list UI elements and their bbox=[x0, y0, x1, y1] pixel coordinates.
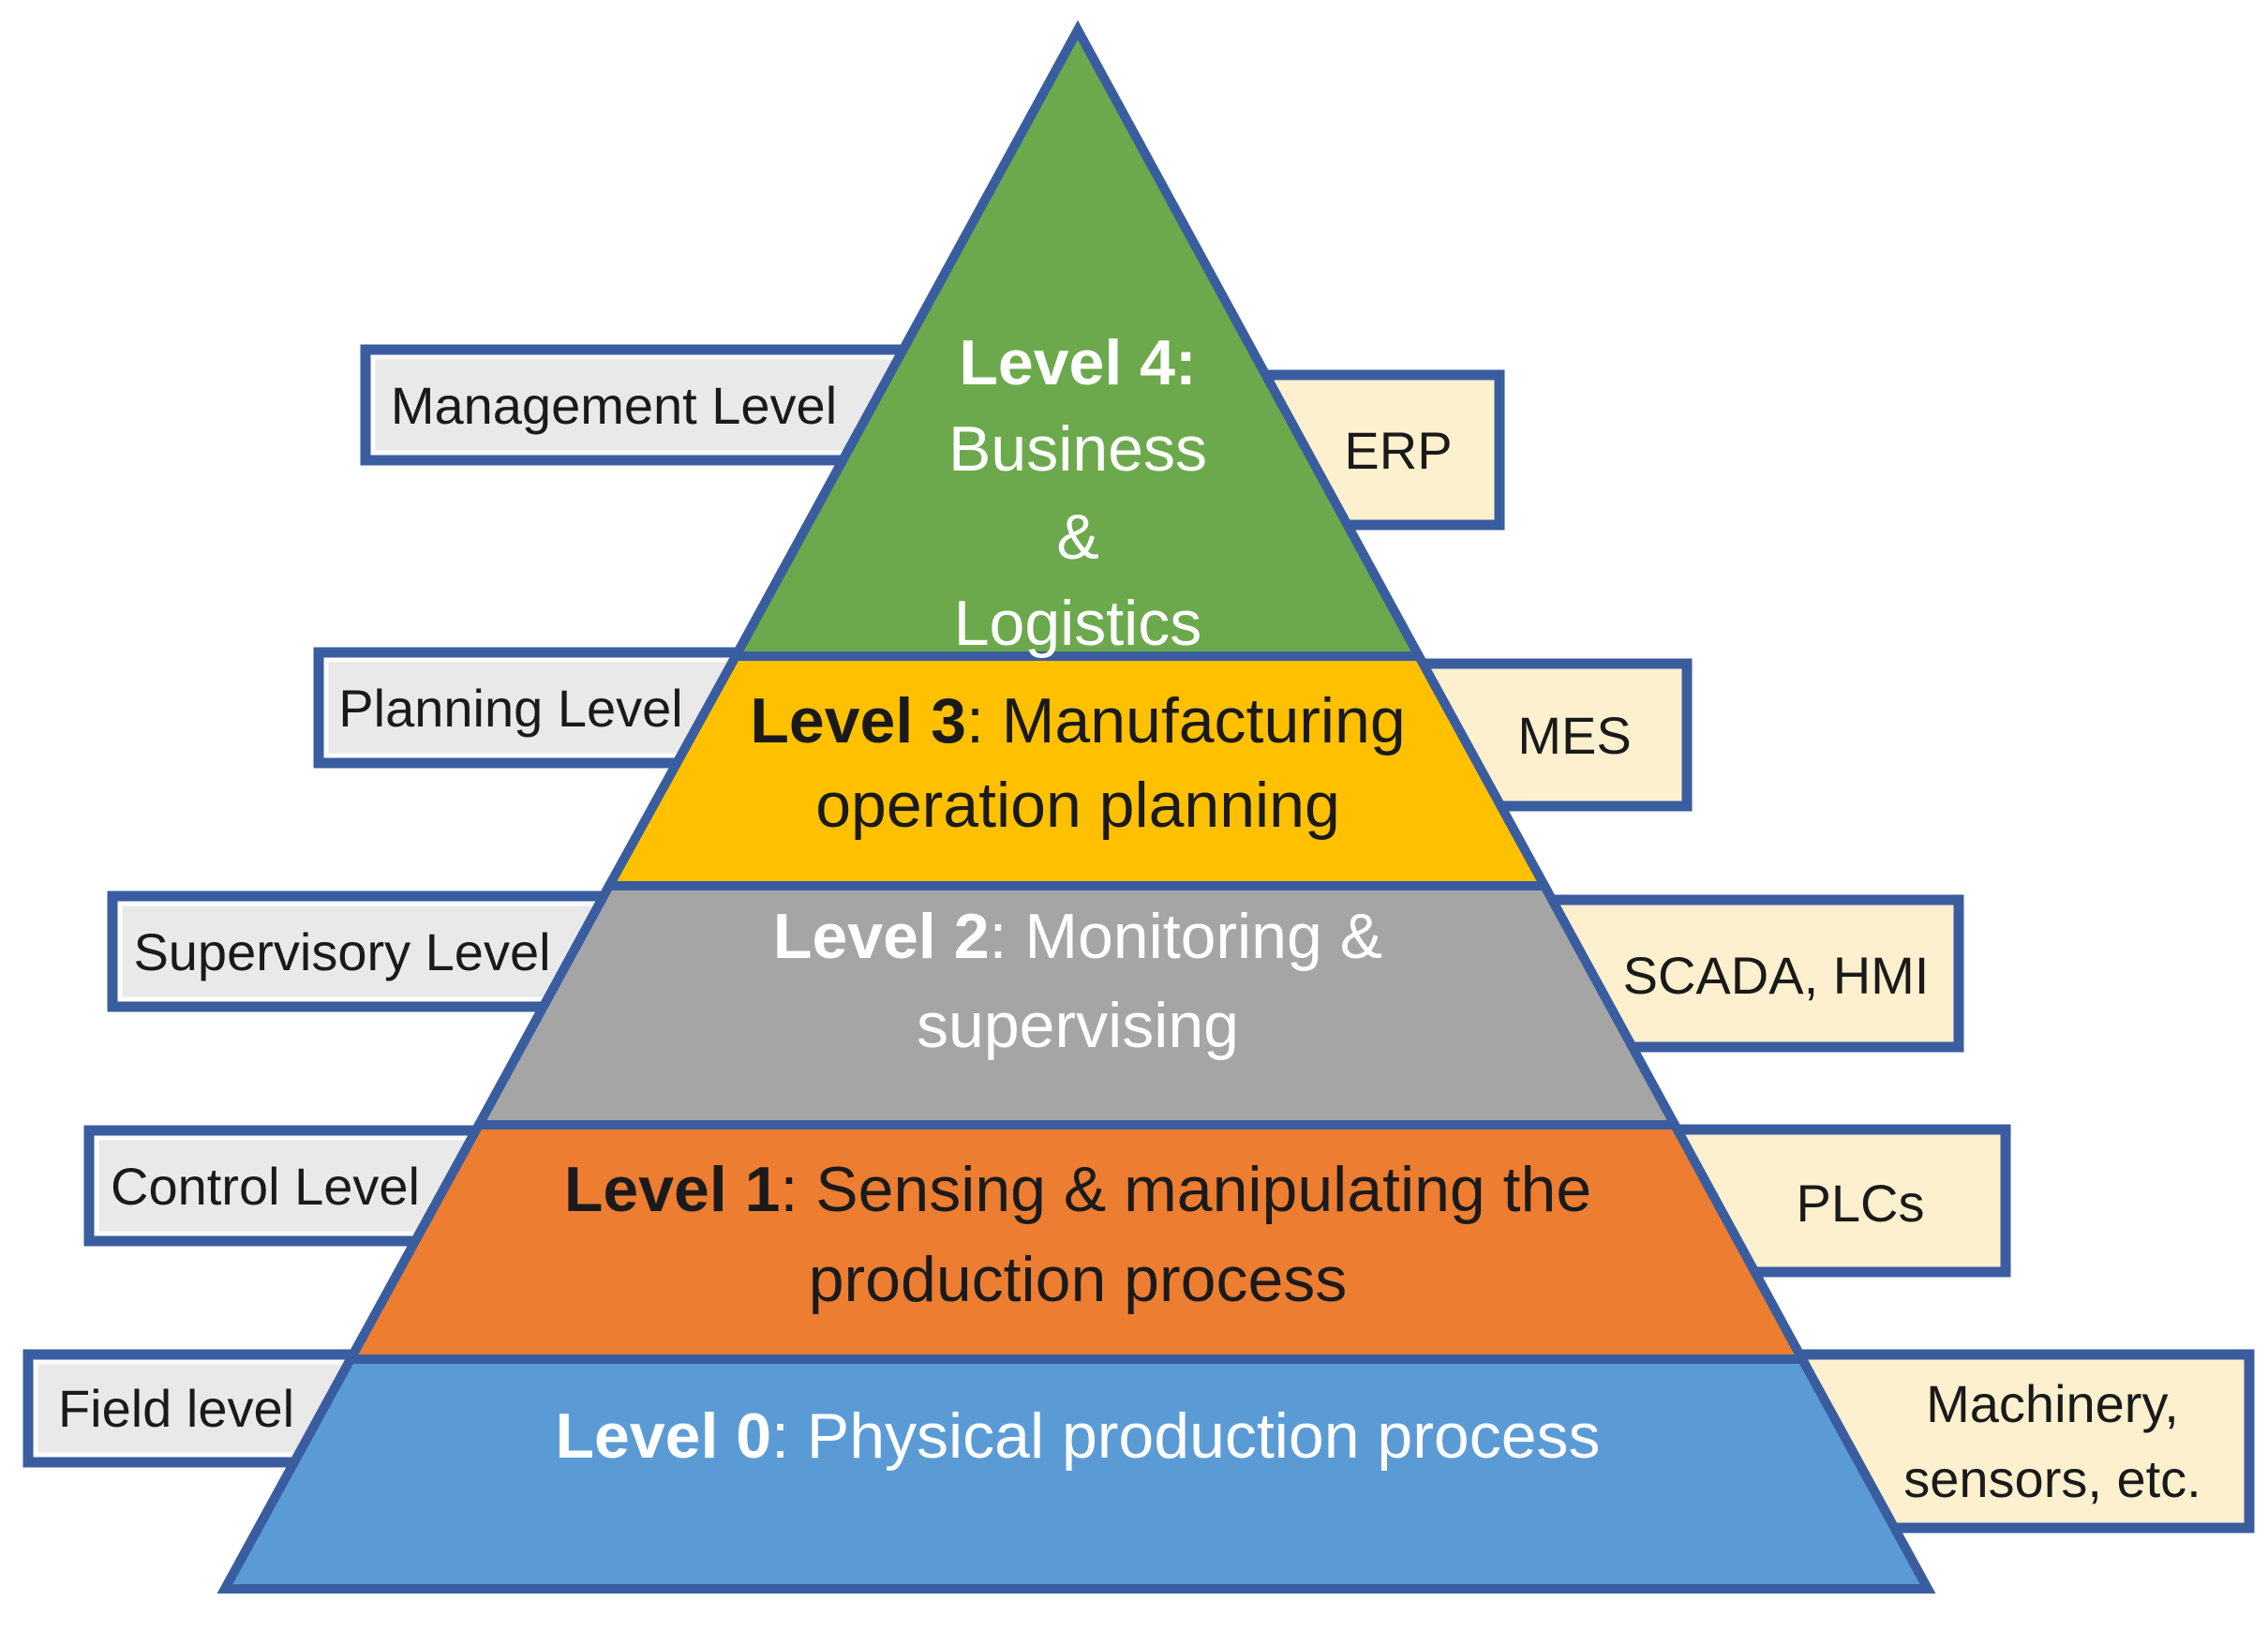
level-1-line1: Level 1: Sensing & manipulating the bbox=[564, 1154, 1591, 1225]
band-text-level-4: Level 4: Business & Logistics bbox=[948, 327, 1207, 659]
level-3-title-bold: Level 3 bbox=[750, 685, 966, 756]
left-label-management: Management Level bbox=[360, 344, 943, 466]
level-0-title-bold: Level 0 bbox=[555, 1400, 771, 1472]
left-label-text-planning: Planning Level bbox=[338, 679, 682, 738]
band-text-level-2: Level 2: Monitoring & supervising bbox=[773, 901, 1382, 1061]
right-label-text-machinery-line2: sensors, etc. bbox=[1903, 1449, 2201, 1508]
right-label-text-scada-hmi: SCADA, HMI bbox=[1623, 946, 1930, 1005]
pyramid-band-level-0 bbox=[216, 1354, 1936, 1594]
level-1-title-bold: Level 1 bbox=[564, 1154, 781, 1225]
level-1-title-rest: : Sensing & manipulating the bbox=[780, 1154, 1591, 1225]
level-2-title-bold: Level 2 bbox=[773, 901, 990, 972]
pyramid-bands bbox=[216, 20, 1936, 1594]
right-label-machinery: Machinery, sensors, etc. bbox=[1775, 1349, 2255, 1534]
left-label-text-management: Management Level bbox=[391, 376, 837, 435]
level-1-line2: production process bbox=[809, 1244, 1348, 1315]
level-4-title: Level 4: bbox=[959, 327, 1196, 398]
left-label-text-control: Control Level bbox=[111, 1157, 420, 1216]
pyramid-band-texts: Level 4: Business & Logistics Level 3: M… bbox=[555, 327, 1600, 1472]
left-label-box-management bbox=[360, 344, 943, 466]
level-2-line2: supervising bbox=[917, 990, 1239, 1061]
level-4-line-logistics: Logistics bbox=[954, 588, 1202, 659]
level-0-line1: Level 0: Physical production process bbox=[555, 1400, 1600, 1472]
band-text-level-0: Level 0: Physical production process bbox=[555, 1400, 1600, 1472]
right-label-text-erp: ERP bbox=[1344, 421, 1452, 480]
level-2-title-rest: : Monitoring & bbox=[990, 901, 1383, 972]
level-3-title-rest: : Manufacturing bbox=[966, 685, 1406, 756]
left-label-text-supervisory: Supervisory Level bbox=[133, 922, 550, 981]
level-0-title-rest: : Physical production process bbox=[771, 1400, 1600, 1472]
level-2-line1: Level 2: Monitoring & bbox=[773, 901, 1382, 972]
level-4-line-business: Business bbox=[948, 413, 1207, 485]
right-label-text-mes: MES bbox=[1517, 706, 1631, 765]
left-label-text-field: Field level bbox=[58, 1379, 294, 1438]
level-4-line-amp: & bbox=[1056, 501, 1098, 573]
right-labels: ERP MES SCADA, HMI PLCs Machinery, senso… bbox=[1241, 369, 2255, 1534]
band-text-level-3: Level 3: Manufacturing operation plannin… bbox=[750, 685, 1405, 841]
right-label-text-machinery-line1: Machinery, bbox=[1926, 1374, 2179, 1433]
level-3-line1: Level 3: Manufacturing bbox=[750, 685, 1405, 756]
level-3-line2: operation planning bbox=[815, 770, 1340, 841]
band-text-level-1: Level 1: Sensing & manipulating the prod… bbox=[564, 1154, 1591, 1315]
right-label-text-plcs: PLCs bbox=[1797, 1174, 1925, 1233]
